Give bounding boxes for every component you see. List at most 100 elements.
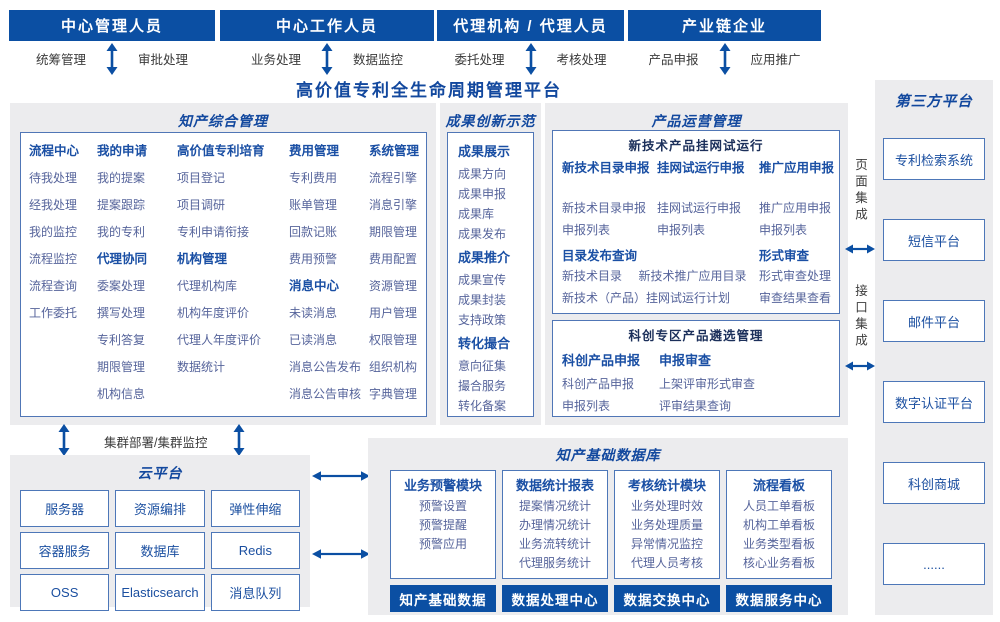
module-group-items: 待我处理 经我处理 我的监控 流程监控 流程查询: [29, 165, 97, 327]
module-group-items: 流程引擎 消息引擎 期限管理 费用配置 资源管理: [369, 165, 424, 408]
menu-item: 期限管理: [369, 225, 418, 239]
trial-run-title: 新技术产品挂网试运行: [628, 139, 764, 153]
third-party-system: 科创商城: [883, 462, 985, 504]
achievement-box: 成果展示 成果方向 成果申报 成果库 成果发布: [447, 132, 534, 417]
module-group-items: 提案情况统计 办理情况统计 业务流转统计 代理服务统计: [503, 497, 607, 573]
menu-item: 委案处理: [97, 279, 146, 293]
menu-item: 预警提醒: [418, 518, 467, 532]
menu-item: 申报列表: [562, 399, 611, 413]
database-center-badge: 数据交换中心: [614, 585, 720, 612]
menu-item: 数据统计: [177, 360, 226, 374]
module-group-title: 消息中心: [289, 279, 340, 293]
module-group-title: 流程中心: [29, 144, 80, 158]
menu-item: 意向征集: [458, 359, 507, 373]
menu-item: 组织机构: [369, 360, 418, 374]
menu-item: 评审结果查询: [659, 399, 732, 413]
module-group-title: 目录发布查询: [562, 249, 638, 263]
third-party-system: 专利检索系统: [883, 138, 985, 180]
double-arrow-vertical-icon: [106, 43, 118, 75]
menu-item: 代理机构库: [177, 279, 238, 293]
module-group-title: 转化撮合: [458, 336, 511, 351]
menu-item: 成果申报: [458, 187, 507, 201]
module-group-items: 预警设置 预警提醒 预警应用: [391, 497, 495, 554]
database-module: 业务预警模块 预警设置 预警提醒 预警应用: [390, 470, 496, 579]
menu-item: 推广应用申报: [759, 201, 832, 215]
cloud-platform-panel: 云平台 服务器 资源编排 弹性伸缩 容器服务 数据库 Redis OSS Ela…: [10, 455, 310, 611]
role-header: 中心工作人员: [220, 10, 434, 41]
menu-item: 成果方向: [458, 167, 507, 181]
module-group-items: 新技术目录 新技术推广应用目录 新技术（产品）挂网试运行计划: [562, 265, 759, 309]
role-block: 中心工作人员 业务处理 数据监控: [220, 10, 434, 75]
achievement-title: 成果创新示范: [445, 113, 536, 129]
menu-item: 成果库: [458, 207, 495, 221]
database-center-badge: 知产基础数据: [390, 585, 496, 612]
module-group-title: 流程看板: [752, 478, 805, 493]
double-arrow-vertical-icon: [525, 43, 536, 75]
module-group: 科创产品申报 科创产品申报 申报列表: [562, 349, 659, 417]
selection-title: 科创专区产品遴选管理: [628, 329, 764, 343]
module-group-title: 我的申请: [97, 144, 148, 158]
cloud-service-box: 服务器: [20, 490, 110, 527]
database-center-badge: 数据处理中心: [502, 585, 608, 612]
menu-item: 机构年度评价: [177, 306, 250, 320]
menu-item: 回款记账: [289, 225, 338, 239]
module-group-items: 业务处理时效 业务处理质量 异常情况监控 代理人员考核: [615, 497, 719, 573]
ip-management-box: 流程中心 待我处理 经我处理 我的监控 流程监控: [20, 132, 427, 417]
double-arrow-horizontal-icon: [845, 361, 875, 371]
role-functions: 业务处理 数据监控: [220, 43, 434, 75]
menu-item: 费用配置: [369, 252, 418, 266]
menu-item: 代理服务统计: [518, 556, 591, 570]
cloud-service-box: Redis: [210, 532, 300, 569]
menu-item: 机构信息: [97, 387, 146, 401]
cloud-service-box: Elasticsearch: [115, 574, 205, 611]
role-block: 中心管理人员 统筹管理 审批处理: [9, 10, 215, 75]
menu-item: 异常情况监控: [630, 537, 703, 551]
selection-groups: 科创产品申报 科创产品申报 申报列表 申报审查: [553, 348, 839, 417]
role-function-left: 产品申报: [648, 53, 699, 67]
module-group: 流程中心 待我处理 经我处理 我的监控 流程监控: [29, 138, 97, 327]
role-function-left: 业务处理: [250, 53, 301, 67]
cloud-service-box: 弹性伸缩: [210, 490, 300, 527]
module-group: 推广应用申报 推广应用申报 申报列表: [759, 160, 839, 241]
cluster-label: 集群部署/集群监控: [104, 436, 208, 450]
module-group-title: 新技术目录申报: [562, 161, 650, 175]
module-group-title: 挂网试运行申报: [657, 161, 745, 175]
role-block: 产业链企业 产品申报 应用推广: [628, 10, 821, 75]
menu-item: 撰写处理: [97, 306, 146, 320]
module-column: 我的申请 我的提案 提案跟踪 我的专利: [97, 138, 177, 416]
database-module: 数据统计报表 提案情况统计 办理情况统计 业务流转统计 代理服务统计: [502, 470, 608, 579]
third-party-title: 第三方平台: [895, 94, 973, 110]
menu-item: 提案跟踪: [97, 198, 146, 212]
role-function-left: 统筹管理: [35, 53, 86, 67]
module-group-items: 推广应用申报 申报列表: [759, 197, 839, 241]
menu-item: 新技术推广应用目录: [638, 269, 747, 283]
menu-item: 转化备案: [458, 399, 507, 413]
page-integration-label: 页面集成: [853, 158, 867, 224]
role-functions: 统筹管理 审批处理: [9, 43, 215, 75]
menu-item: 期限管理: [97, 360, 146, 374]
menu-item: 字典管理: [369, 387, 418, 401]
module-group-title: 科创产品申报: [562, 353, 641, 368]
menu-item: 费用预警: [289, 252, 338, 266]
module-group: 形式审查 形式审查处理 审查结果查看: [759, 248, 839, 309]
menu-item: 项目登记: [177, 171, 226, 185]
menu-item: 消息公告审核: [289, 387, 362, 401]
api-integration-label: 接口集成: [853, 284, 867, 350]
menu-item: 挂网试运行申报: [657, 201, 742, 215]
cloud-service-box: 资源编排: [115, 490, 205, 527]
menu-item: 办理情况统计: [518, 518, 591, 532]
cloud-service-box: 容器服务: [20, 532, 110, 569]
third-party-system: ......: [883, 543, 985, 585]
menu-item: 新技术（产品）挂网试运行计划: [562, 291, 731, 305]
cloud-services-grid: 服务器 资源编排 弹性伸缩 容器服务 数据库 Redis OSS Elastic…: [20, 490, 300, 611]
menu-item: 账单管理: [289, 198, 338, 212]
third-party-system: 数字认证平台: [883, 381, 985, 423]
menu-item: 待我处理: [29, 171, 78, 185]
third-party-boxes: 专利检索系统 短信平台 邮件平台 数字认证平台 科创商城 ......: [875, 138, 993, 585]
double-arrow-vertical-icon: [58, 424, 70, 456]
menu-item: 撮合服务: [458, 379, 507, 393]
menu-item: 业务类型看板: [742, 537, 815, 551]
module-group-title: 高价值专利培育: [177, 144, 265, 158]
menu-item: 形式审查处理: [759, 269, 832, 283]
